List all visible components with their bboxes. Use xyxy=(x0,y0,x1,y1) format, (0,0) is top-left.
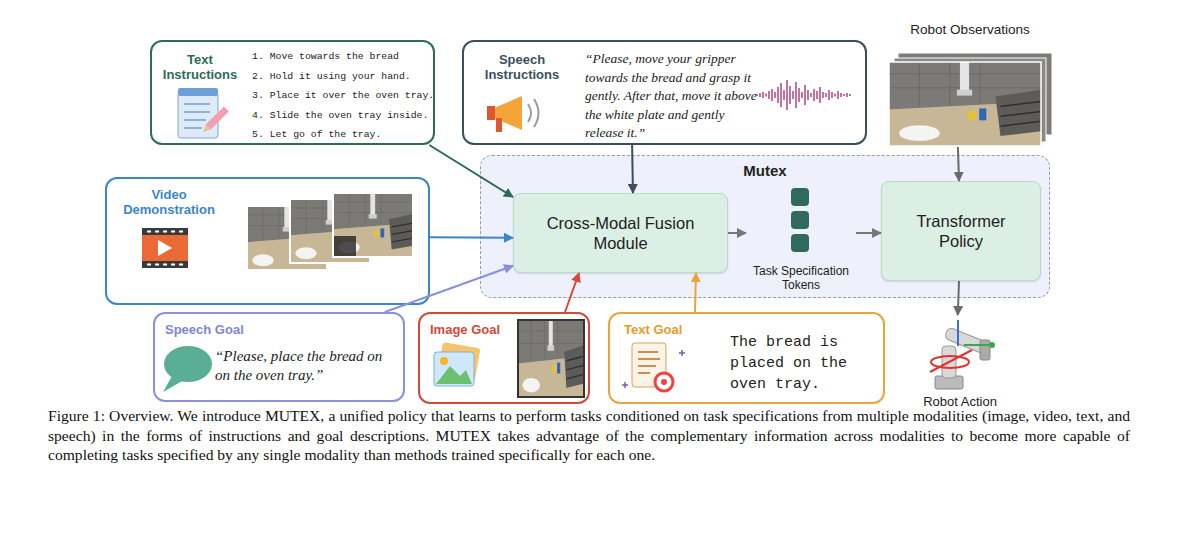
node-label: Robot Observations xyxy=(885,22,1055,38)
robot-arm-icon xyxy=(942,346,956,378)
observation-panel: Robot Observations xyxy=(885,22,1055,147)
robot-arm-icon xyxy=(931,356,969,368)
token-stack: Task Specification Tokens xyxy=(746,186,856,294)
figure-caption: Figure 1: Overview. We introduce MUTEX, … xyxy=(48,406,1130,465)
node-label: Image Goal xyxy=(430,322,520,337)
node-label: Video Demonstration xyxy=(111,187,227,217)
node-body-text: 4. Slide the oven tray inside. xyxy=(252,109,428,123)
observation-frames xyxy=(889,62,1041,146)
observation-frames xyxy=(889,53,1052,146)
node-body-text: “Please, place the bread on on the oven … xyxy=(215,347,389,385)
robot-arm-icon xyxy=(930,350,972,372)
goal-box: Text GoalThe bread is placed on the oven… xyxy=(608,312,885,404)
node-label: Task Specification Tokens xyxy=(746,264,856,292)
instruction-box: Text Instructions 1. Move towards the bre… xyxy=(150,40,435,145)
node-label: Speech Instructions xyxy=(476,52,568,82)
node-label: Robot Action xyxy=(905,394,1015,409)
observation-frames xyxy=(894,58,1046,142)
robot-arm-icon xyxy=(944,327,987,354)
node-label: Transformer Policy xyxy=(882,182,1040,280)
robot-arm-icon xyxy=(935,376,963,389)
robot-arm-icon xyxy=(989,342,995,348)
process-box: Transformer Policy xyxy=(881,181,1041,281)
demonstration-box: Video Demonstration xyxy=(105,177,430,305)
node-body-text: 1. Move towards the bread xyxy=(252,50,399,64)
observation-frames xyxy=(889,62,1041,146)
goal-box: Image Goal xyxy=(418,312,590,404)
goal-box: Speech Goal “Please, place the bread on o… xyxy=(153,312,405,402)
robot-arm-icon xyxy=(980,340,990,360)
node-body-text: 3. Place it over the oven tray. xyxy=(252,89,434,103)
node-body-text: “Please, move your gripper towards the b… xyxy=(585,50,763,143)
model-region: MutexCross-Modal Fusion ModuleTask Speci… xyxy=(480,155,1050,298)
node-body-text: The bread is placed on the oven tray. xyxy=(730,332,882,395)
node-label: Text Instructions xyxy=(158,52,242,82)
node-label: Text Goal xyxy=(624,322,714,337)
node-body-text: 5. Let go of the tray. xyxy=(252,128,381,142)
process-box: Cross-Modal Fusion Module xyxy=(513,193,728,273)
node-label: Mutex xyxy=(481,162,1049,180)
observation-frames xyxy=(898,53,1052,135)
robot-arm-icon xyxy=(957,320,959,346)
action-output: Robot Action xyxy=(905,315,1015,412)
robot-arm-icon xyxy=(930,320,995,389)
node-body-text: 2. Hold it using your hand. xyxy=(252,70,411,84)
instruction-box: Speech Instructions “Please, move your gr… xyxy=(462,40,867,145)
node-label: Cross-Modal Fusion Module xyxy=(514,194,727,272)
node-label: Speech Goal xyxy=(165,322,305,337)
robot-arm-icon xyxy=(964,344,992,346)
robot-arm-icon xyxy=(944,327,987,354)
